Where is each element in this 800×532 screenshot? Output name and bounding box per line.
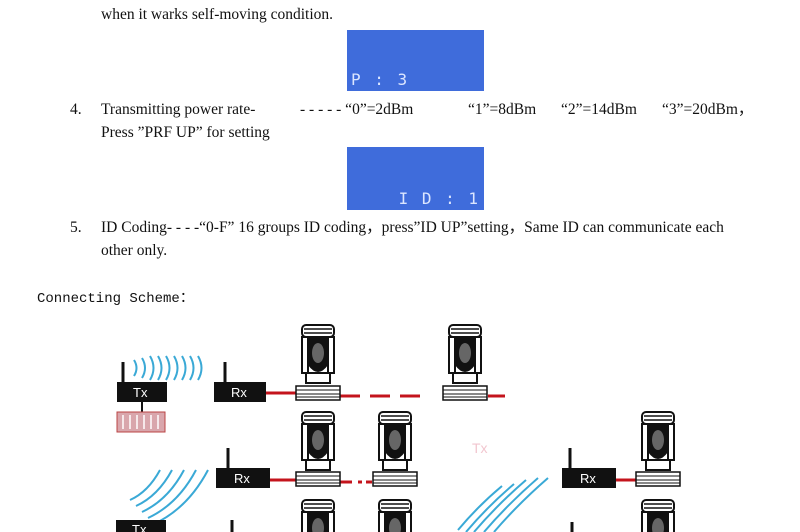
item3-continuation: when it warks self-moving condition.	[101, 6, 334, 23]
rx-label-right: Rx	[580, 471, 596, 486]
item5-number: 5.	[70, 219, 82, 236]
rx-antenna-bottom	[230, 520, 574, 532]
cable-row1	[266, 391, 505, 398]
item4-line2: Press ”PRF UP” for setting	[101, 124, 270, 141]
moving-head-light-5	[635, 411, 681, 487]
item4-line1-a: Transmitting power rate-	[101, 101, 256, 118]
lcd-power-text: P : 3	[351, 70, 410, 89]
rx-label-row1: Rx	[231, 385, 247, 400]
faint-tx-label: Tx	[472, 440, 488, 456]
moving-head-light-7	[378, 499, 412, 532]
tx-unit-top: Tx	[116, 362, 167, 433]
tx-label-top: Tx	[133, 385, 148, 400]
item4-line1-c: “1”=8dBm	[468, 101, 537, 118]
moving-head-light-8	[641, 499, 675, 532]
rx-unit-row2: Rx	[216, 448, 270, 488]
cable-row2	[270, 478, 372, 484]
tx-unit-bottom: Tx	[116, 520, 166, 532]
moving-head-light-2	[442, 324, 488, 401]
moving-head-light-6	[301, 499, 335, 532]
item5-line2: other only.	[101, 242, 168, 259]
item4-line1-d: “2”=14dBm	[561, 101, 637, 118]
item4-line1-b: - - - - - “0”=2dBm	[300, 101, 414, 118]
item4-number: 4.	[70, 101, 82, 118]
wireless-wave-right	[457, 477, 549, 532]
wireless-wave-middle	[129, 469, 209, 525]
item4-line1-e: “3”=20dBm，	[662, 101, 754, 118]
rx-unit-row1: Rx	[214, 362, 266, 402]
connecting-scheme-title: Connecting Scheme：	[37, 291, 194, 307]
moving-head-light-1	[295, 324, 341, 401]
rx-label-row2: Rx	[234, 471, 250, 486]
wireless-wave-top	[133, 355, 203, 381]
moving-head-light-4	[372, 411, 418, 487]
lcd-id-text: I D : 1	[398, 189, 480, 208]
item5-line1: ID Coding- - - -“0-F” 16 groups ID codin…	[101, 219, 724, 236]
moving-head-light-3	[295, 411, 341, 487]
rx-unit-right: Rx	[562, 448, 616, 488]
tx-label-bottom: Tx	[132, 522, 147, 532]
lcd-display-id: I D : 1	[347, 147, 484, 210]
lcd-display-power: P : 3	[347, 30, 484, 91]
